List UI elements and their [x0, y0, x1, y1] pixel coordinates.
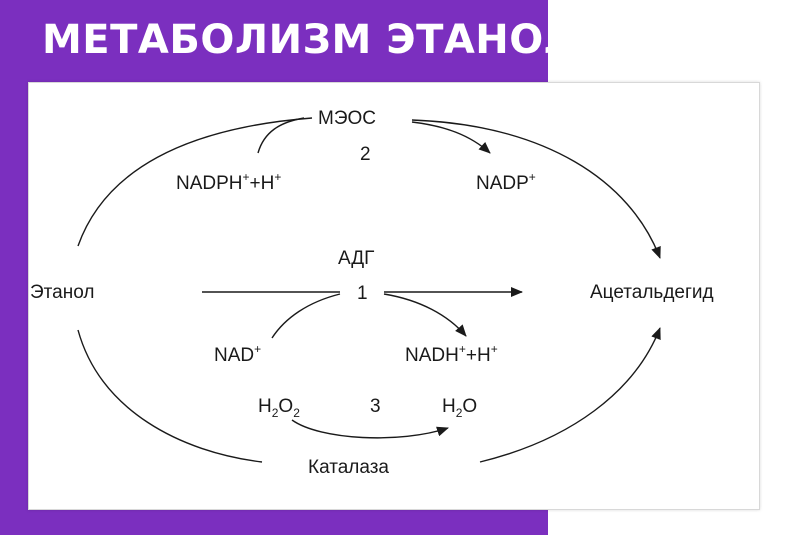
ethanol-label: Этанол [30, 282, 94, 303]
meos-number-label: 2 [360, 144, 371, 165]
adh-number-label: 1 [357, 283, 368, 304]
adh-cofactor-in-curve [271, 293, 341, 339]
adh-enzyme-label: АДГ [338, 248, 374, 269]
catalase-arc-left [77, 329, 263, 463]
meos-arc-right [411, 119, 661, 259]
catalase-arc-right [479, 327, 661, 463]
meos-cofactor-in-curve [257, 117, 305, 154]
catalase-enzyme-label: Каталаза [308, 457, 389, 478]
acetaldehyde-label: Ацетальдегид [590, 282, 714, 303]
adh-cofactor-out-arrow [383, 293, 467, 337]
meos-cofactor-out-arrow [411, 121, 491, 154]
nadp-label: NADP+ [476, 170, 536, 194]
catalase-cofactor-arrow [291, 419, 449, 439]
h2o-label: H2O [442, 396, 477, 420]
h2o2-label: H2O2 [258, 396, 300, 420]
nadh-label: NADH++H+ [405, 342, 498, 366]
nad-label: NAD+ [214, 342, 261, 366]
meos-enzyme-label: МЭОС [318, 108, 376, 129]
page-title: МЕТАБОЛИЗМ ЭТАНОЛА [42, 17, 609, 63]
catalase-number-label: 3 [370, 396, 381, 417]
meos-arc-left [77, 117, 313, 247]
nadph-label: NADPH++H+ [176, 170, 281, 194]
